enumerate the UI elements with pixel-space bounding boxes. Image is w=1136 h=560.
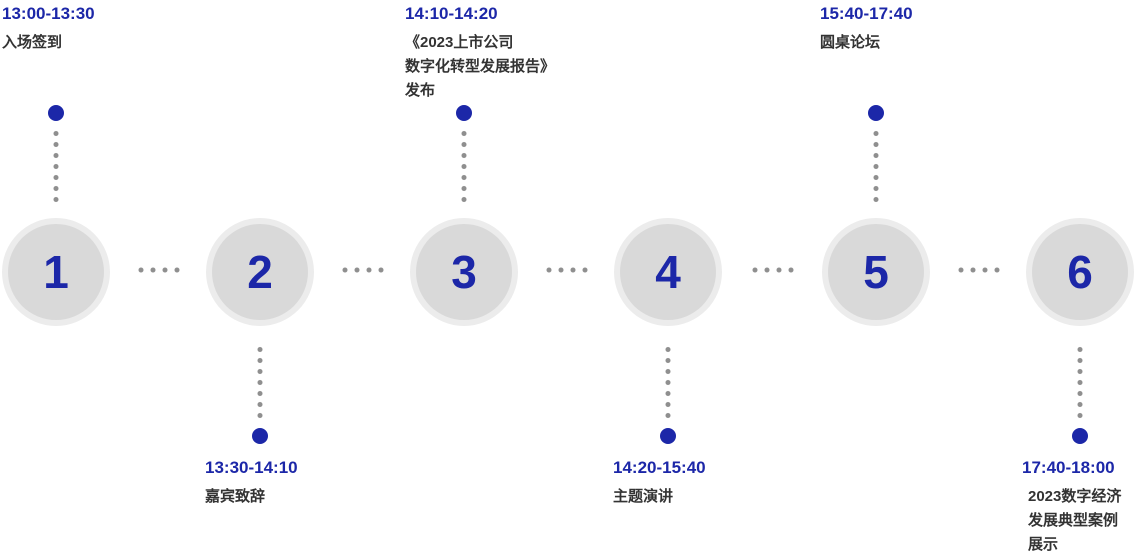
step-circle-4: 4 xyxy=(620,224,716,320)
item-1-desc: 入场签到 xyxy=(2,34,63,51)
horizontal-dotted-connector-1-2 xyxy=(135,267,181,273)
step-circle-6: 6 xyxy=(1032,224,1128,320)
item-4-time: 14:20-15:40 xyxy=(613,458,706,477)
item-5-desc: 圆桌论坛 xyxy=(820,34,881,51)
vertical-dotted-line-1 xyxy=(53,128,59,206)
step-circle-1: 1 xyxy=(8,224,104,320)
vertical-dotted-line-3 xyxy=(461,128,467,206)
timeline-item-2-label: 13:30-14:10 嘉宾致辞 xyxy=(205,458,298,509)
vertical-dotted-line-6 xyxy=(1077,344,1083,422)
timeline-item-5-label: 15:40-17:40 圆桌论坛 xyxy=(820,4,913,55)
item-6-desc-line-2: 发展典型案例 xyxy=(1028,512,1119,529)
step-number-5: 5 xyxy=(863,246,889,298)
item-3-desc-line-3: 发布 xyxy=(405,82,436,99)
endpoint-dot-3 xyxy=(456,105,472,121)
step-number-6: 6 xyxy=(1067,246,1093,298)
step-number-4: 4 xyxy=(655,246,681,298)
item-3-time: 14:10-14:20 xyxy=(405,4,498,23)
item-2-desc: 嘉宾致辞 xyxy=(205,488,266,505)
horizontal-dotted-connector-4-5 xyxy=(749,267,795,273)
timeline-item-6-label: 17:40-18:00 2023数字经济 发展典型案例 展示 xyxy=(1022,458,1121,557)
endpoint-dot-1 xyxy=(48,105,64,121)
step-circle-3: 3 xyxy=(416,224,512,320)
endpoint-dot-2 xyxy=(252,428,268,444)
endpoint-dot-4 xyxy=(660,428,676,444)
horizontal-dotted-connector-5-6 xyxy=(955,267,1001,273)
vertical-dotted-line-2 xyxy=(257,344,263,422)
step-circle-5: 5 xyxy=(828,224,924,320)
item-1-time: 13:00-13:30 xyxy=(2,4,95,23)
timeline-item-4-label: 14:20-15:40 主题演讲 xyxy=(613,458,706,509)
item-3-desc-line-1: 《2023上市公司 xyxy=(405,34,514,51)
step-number-2: 2 xyxy=(247,246,273,298)
step-circle-2: 2 xyxy=(212,224,308,320)
vertical-dotted-line-5 xyxy=(873,128,879,206)
item-3-desc-line-2: 数字化转型发展报告》 xyxy=(405,58,556,75)
timeline-item-3-label: 14:10-14:20 《2023上市公司 数字化转型发展报告》 发布 xyxy=(405,4,555,103)
item-2-time: 13:30-14:10 xyxy=(205,458,298,477)
step-number-3: 3 xyxy=(451,246,477,298)
item-4-desc: 主题演讲 xyxy=(613,488,674,505)
vertical-dotted-line-4 xyxy=(665,344,671,422)
step-number-1: 1 xyxy=(43,246,69,298)
item-6-desc-line-3: 展示 xyxy=(1028,536,1059,553)
endpoint-dot-6 xyxy=(1072,428,1088,444)
item-5-time: 15:40-17:40 xyxy=(820,4,913,23)
horizontal-dotted-connector-3-4 xyxy=(543,267,589,273)
item-6-time: 17:40-18:00 xyxy=(1022,458,1115,477)
endpoint-dot-5 xyxy=(868,105,884,121)
horizontal-dotted-connector-2-3 xyxy=(339,267,385,273)
item-6-desc-line-1: 2023数字经济 xyxy=(1028,488,1122,505)
timeline-item-1-label: 13:00-13:30 入场签到 xyxy=(2,4,95,55)
